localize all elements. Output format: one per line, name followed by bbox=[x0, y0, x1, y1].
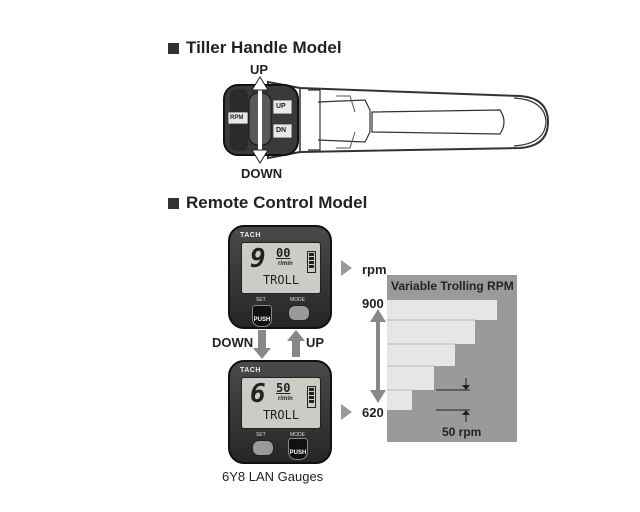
gauge-unit: r/min bbox=[278, 396, 293, 402]
gauge-mode-button[interactable] bbox=[288, 305, 310, 321]
remote-down-label: DOWN bbox=[212, 335, 254, 350]
rpm-min-label: 620 bbox=[362, 405, 384, 420]
rpm-unit-label: rpm bbox=[362, 262, 387, 277]
gauge-set-button[interactable] bbox=[252, 440, 274, 456]
rpm-max-label: 900 bbox=[362, 296, 384, 311]
gauge-mode-text: TROLL bbox=[262, 408, 300, 422]
tiller-down-label: DOWN bbox=[241, 166, 283, 181]
gauge-screen: 9 00 r/min TROLL bbox=[241, 242, 321, 294]
rpm-step-label: 50 rpm bbox=[442, 425, 482, 439]
gauge-set-label: SET bbox=[256, 432, 266, 438]
gauge-big-digit: 9 bbox=[250, 244, 266, 274]
remote-up-label: UP bbox=[306, 335, 325, 350]
gauge-push-button[interactable]: PUSH bbox=[288, 438, 308, 460]
bullet-square-icon bbox=[168, 42, 179, 54]
gauge-unit: r/min bbox=[278, 261, 293, 267]
tiller-up-button[interactable]: UP bbox=[276, 103, 286, 110]
gauge-push-button[interactable]: PUSH bbox=[252, 305, 272, 327]
gauge-screen: 6 50 r/min TROLL bbox=[241, 377, 321, 429]
gauge-brand: TACH bbox=[240, 367, 261, 374]
gauges-caption: 6Y8 LAN Gauges bbox=[222, 469, 324, 484]
bullet-square-icon bbox=[168, 197, 179, 209]
chart-title: Variable Trolling RPM bbox=[391, 279, 514, 293]
remote-title-text: Remote Control Model bbox=[186, 193, 368, 212]
gauge-level-bars bbox=[307, 251, 316, 273]
gauge-set-label: SET bbox=[256, 297, 266, 303]
tiller-dn-button[interactable]: DN bbox=[276, 127, 287, 134]
tiller-up-label: UP bbox=[250, 62, 269, 77]
tiller-section-title: Tiller Handle Model bbox=[168, 38, 342, 58]
gauge-small-digits: 50 bbox=[276, 381, 291, 395]
tiller-rpm-label: RPM bbox=[230, 115, 244, 121]
tach-gauge-top: TACH 9 00 r/min TROLL SET MODE PUSH bbox=[228, 225, 332, 329]
gauge-level-bars bbox=[307, 386, 316, 408]
remote-section-title: Remote Control Model bbox=[168, 193, 367, 213]
gauge-mode-text: TROLL bbox=[262, 273, 300, 287]
gauge-brand: TACH bbox=[240, 232, 261, 239]
gauge-mode-label: MODE bbox=[290, 432, 305, 438]
tiller-title-text: Tiller Handle Model bbox=[186, 38, 342, 57]
gauge-mode-label: MODE bbox=[290, 297, 305, 303]
gauge-small-digits: 00 bbox=[276, 246, 291, 260]
gauge-big-digit: 6 bbox=[250, 379, 266, 409]
tach-gauge-bottom: TACH 6 50 r/min TROLL SET MODE PUSH bbox=[228, 360, 332, 464]
